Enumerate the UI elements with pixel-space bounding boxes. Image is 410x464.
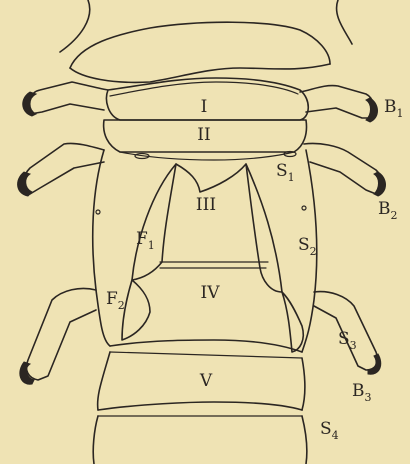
flap-f2-left bbox=[122, 280, 150, 340]
leg-b2-left-tip bbox=[18, 172, 32, 196]
body-side-left bbox=[93, 150, 110, 346]
segment-label-2: II bbox=[197, 125, 210, 145]
leg-b3-left-tip bbox=[20, 362, 34, 384]
segment-1-outline bbox=[107, 78, 309, 120]
left-antenna bbox=[60, 0, 90, 52]
segment-label-4: IV bbox=[201, 283, 221, 303]
leg-b3-right-tip bbox=[368, 354, 381, 374]
segment-label-1: I bbox=[201, 97, 208, 117]
segment-5-bottom bbox=[98, 402, 302, 410]
leg-b1-left-tip bbox=[23, 92, 36, 116]
leg-b1-left bbox=[28, 82, 108, 114]
leg-b2-right bbox=[304, 143, 382, 194]
segment-label-3: III bbox=[196, 195, 216, 215]
spiracle-left-s2 bbox=[96, 210, 100, 214]
leg-b3-left bbox=[26, 288, 96, 380]
leg-b1-right-tip bbox=[366, 98, 378, 122]
right-antenna bbox=[337, 0, 352, 44]
spiracle-right-s2 bbox=[302, 206, 306, 210]
head-front-rim bbox=[70, 64, 330, 82]
segment-5-top-rim bbox=[110, 340, 302, 352]
label-s4: S4 bbox=[320, 419, 339, 442]
flap-f1-right bbox=[246, 164, 282, 292]
label-b2: B2 bbox=[378, 199, 398, 222]
flap-f2-right bbox=[282, 292, 303, 352]
label-s1: S1 bbox=[276, 161, 295, 184]
label-s3: S3 bbox=[338, 329, 357, 352]
label-s2: S2 bbox=[298, 235, 317, 258]
label-b1: B1 bbox=[384, 97, 404, 120]
segment-5-rim-line bbox=[110, 352, 302, 358]
segment-label-5: V bbox=[199, 371, 213, 391]
leg-b2-left bbox=[24, 143, 104, 194]
leg-b2-right-tip bbox=[374, 172, 386, 196]
segment-1-ridge bbox=[110, 82, 298, 96]
leg-b1-right bbox=[300, 86, 374, 118]
lower-body bbox=[93, 416, 307, 464]
label-b3: B3 bbox=[352, 381, 372, 404]
segment-3-outline bbox=[176, 164, 246, 192]
segment-2-lower-rim bbox=[120, 152, 294, 160]
label-f1: F1 bbox=[136, 229, 155, 252]
label-f2: F2 bbox=[106, 289, 125, 312]
head-outline bbox=[70, 22, 330, 68]
